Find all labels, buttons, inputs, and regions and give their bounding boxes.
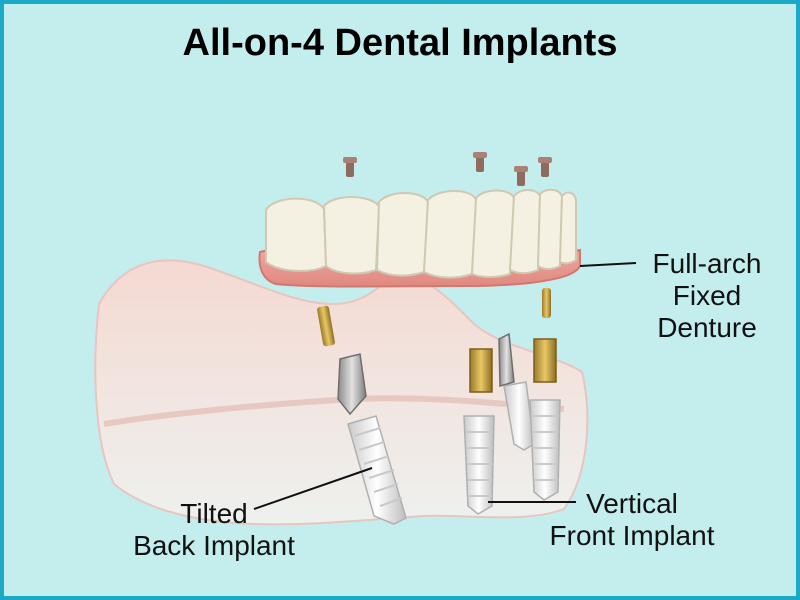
denture-leader-line bbox=[579, 262, 637, 267]
denture-label: Full-arch Fixed Denture bbox=[652, 248, 762, 343]
all-on-4-illustration bbox=[94, 152, 637, 526]
abutment-screws bbox=[343, 152, 552, 186]
page-title: All-on-4 Dental Implants bbox=[182, 22, 618, 64]
vertical-implant-label: Vertical Front Implant bbox=[549, 488, 715, 551]
tilted-back-implant bbox=[317, 305, 407, 525]
tilted-implant-label: Tilted Back Implant bbox=[133, 498, 295, 561]
tilted-leader-line bbox=[253, 467, 373, 510]
vertical-front-implants bbox=[463, 288, 561, 515]
full-arch-denture bbox=[258, 188, 581, 288]
